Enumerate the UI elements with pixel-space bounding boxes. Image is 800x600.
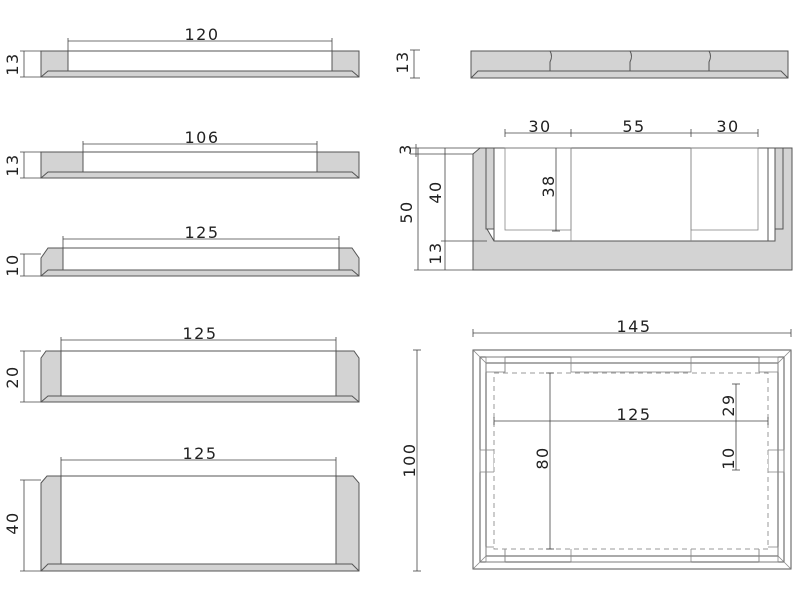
dim-label-100: 100: [400, 442, 419, 477]
dim-label-20: 20: [3, 365, 22, 388]
dim-label-40b: 40: [426, 180, 445, 203]
plan-outer-frame: [472, 349, 792, 570]
dim-label-106: 106: [184, 128, 219, 147]
profile-125a-inner: [62, 247, 340, 271]
plan-inner-dashed: [493, 372, 769, 550]
side-view: 13: [393, 49, 789, 79]
dim-label-10: 10: [3, 253, 22, 276]
profile-125-a: 125 10: [3, 223, 360, 277]
dim-label-30b: 30: [716, 117, 739, 136]
dim-label-13d: 13: [426, 241, 445, 264]
dim-label-30a: 30: [528, 117, 551, 136]
dim-label-13c: 13: [393, 50, 412, 73]
cross-section: 30 55 30 38 3 50 40 13: [396, 117, 793, 271]
profile-125-b: 125 20: [3, 324, 360, 403]
dim-label-29: 29: [719, 393, 738, 416]
dim-label-50: 50: [397, 200, 416, 223]
dim-label-55: 55: [622, 117, 645, 136]
dim-label-145: 145: [616, 317, 651, 336]
profile-125c-inner: [60, 475, 337, 565]
dim-label-3: 3: [396, 143, 415, 155]
dim-label-38: 38: [539, 174, 558, 197]
dim-label-40: 40: [3, 511, 22, 534]
profile-106: 106 13: [3, 128, 360, 179]
dim-label-125c: 125: [182, 444, 217, 463]
dim-label-125a: 125: [184, 223, 219, 242]
dim-label-125b: 125: [182, 324, 217, 343]
profile-125-c: 125 40: [3, 444, 360, 572]
profile-120: 120 13: [3, 25, 360, 78]
dim-label-125d: 125: [616, 405, 651, 424]
plan-view: 145 125 100 80 29 10: [400, 317, 792, 572]
dim-label-13b: 13: [3, 153, 22, 176]
profile-125b-inner: [60, 350, 337, 397]
profile-106-inner: [82, 151, 318, 173]
dim-label-120: 120: [184, 25, 219, 44]
profile-120-inner: [67, 50, 333, 72]
dim-label-13a: 13: [3, 52, 22, 75]
dim-label-80: 80: [533, 446, 552, 469]
dim-label-10b: 10: [719, 446, 738, 469]
